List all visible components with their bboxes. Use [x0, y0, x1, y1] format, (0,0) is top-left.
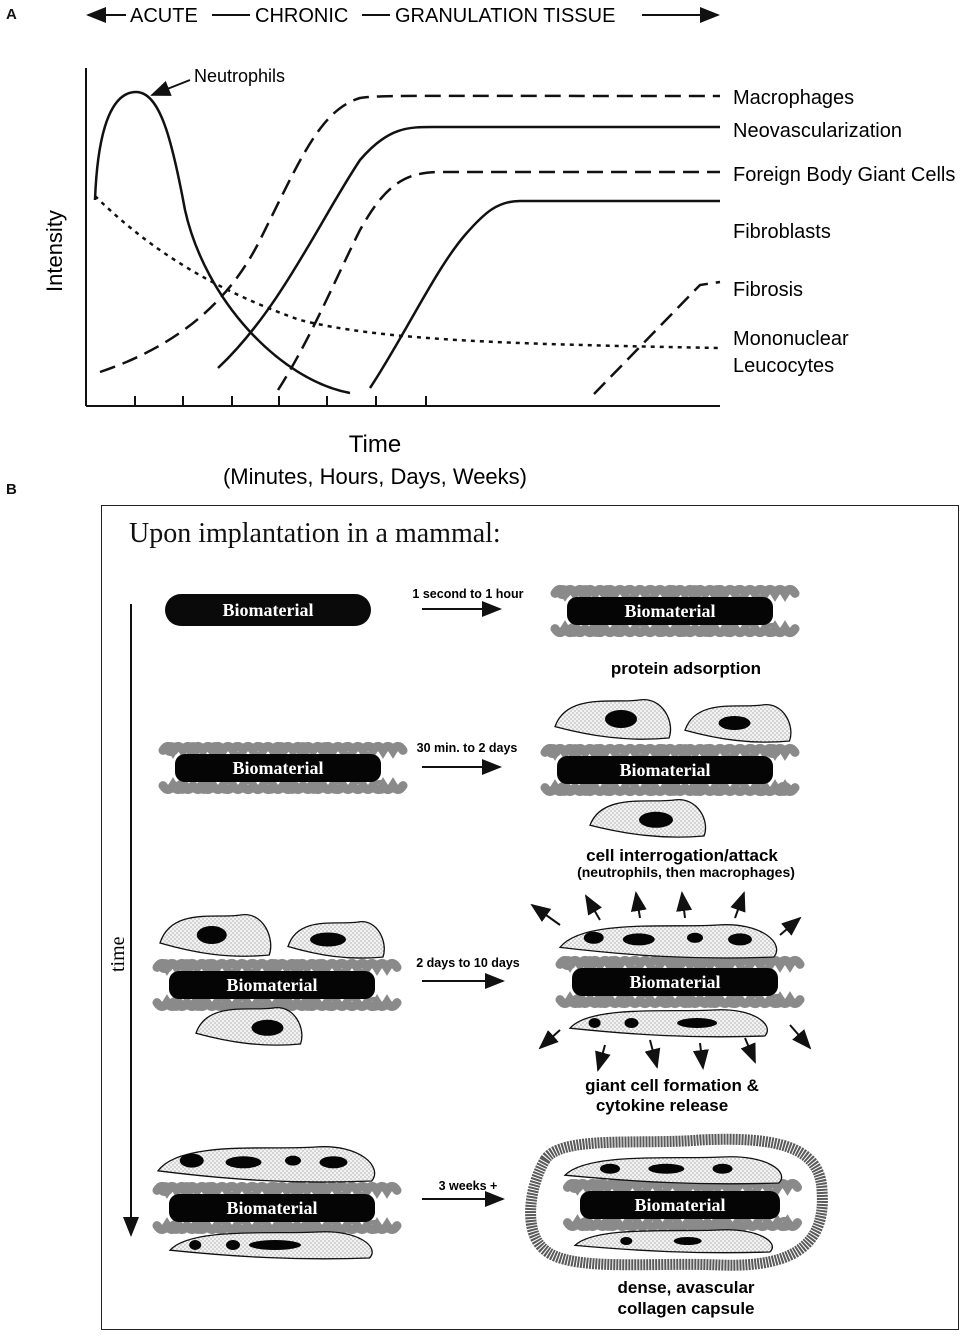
- biomaterial-label: Biomaterial: [625, 601, 716, 621]
- biomaterial-attack-2: Biomaterial: [152, 914, 402, 1046]
- curve-fibroblasts: [368, 199, 720, 389]
- cytokine-arrow: [538, 1029, 561, 1050]
- label-mononuclear: Mononuclear: [733, 328, 849, 350]
- curve-neovascularization: [217, 125, 720, 369]
- cytokine-arrow: [789, 1024, 812, 1050]
- phase-granulation: GRANULATION TISSUE: [395, 5, 615, 27]
- biomaterial-label: Biomaterial: [635, 1195, 726, 1215]
- label-neutrophils: Neutrophils: [194, 66, 285, 86]
- cell-top-left: [554, 699, 672, 740]
- collagen-capsule: Biomaterial: [525, 1133, 828, 1271]
- cell-top-left: [159, 914, 272, 957]
- biomaterial-giant-cells: Biomaterial: [530, 891, 812, 1072]
- cell-top-right: [684, 704, 792, 743]
- interval-3: 2 days to 10 days: [416, 956, 520, 970]
- biomaterial-label: Biomaterial: [233, 758, 324, 778]
- biomaterial-plain: Biomaterial: [165, 594, 371, 626]
- cytokine-arrow: [730, 891, 746, 919]
- panel-a-diagram: ACUTE CHRONIC GRANULATION TISSUE Intensi…: [42, 5, 955, 489]
- phase-acute: ACUTE: [130, 5, 198, 27]
- biomaterial-label: Biomaterial: [620, 760, 711, 780]
- panel-a-letter: A: [6, 6, 17, 23]
- caption-1: protein adsorption: [611, 659, 761, 678]
- cytokine-arrow: [630, 891, 647, 919]
- label-macrophages: Macrophages: [733, 87, 854, 109]
- giant-cell-top: [558, 924, 778, 959]
- giant-cell-top: [563, 1156, 783, 1185]
- label-leucocytes: Leucocytes: [733, 355, 834, 377]
- label-fbgc: Foreign Body Giant Cells: [733, 164, 955, 186]
- cell-bottom: [195, 1007, 303, 1046]
- cytokine-arrow: [530, 903, 561, 926]
- biomaterial-protein-1: Biomaterial: [550, 584, 800, 638]
- interval-2: 30 min. to 2 days: [417, 741, 518, 755]
- time-label: time: [107, 936, 129, 972]
- interval-1: 1 second to 1 hour: [412, 587, 523, 601]
- caption-4b: collagen capsule: [618, 1299, 755, 1318]
- giant-cell-bottom: [573, 1229, 773, 1254]
- x-axis-sublabel: (Minutes, Hours, Days, Weeks): [223, 464, 527, 489]
- caption-2a: cell interrogation/attack: [586, 846, 778, 865]
- curve-fibrosis: [593, 280, 721, 395]
- label-neovascularization: Neovascularization: [733, 120, 902, 142]
- cytokine-arrow: [595, 1044, 611, 1072]
- cytokine-arrow: [584, 894, 602, 921]
- caption-4a: dense, avascular: [617, 1278, 754, 1297]
- y-axis-label: Intensity: [42, 210, 67, 292]
- caption-2b: (neutrophils, then macrophages): [577, 864, 795, 880]
- caption-3b: cytokine release: [596, 1096, 728, 1115]
- panel-b-title: Upon implantation in a mammal:: [129, 518, 501, 549]
- biomaterial-protein-2: Biomaterial: [158, 741, 408, 795]
- x-axis-label: Time: [349, 431, 401, 458]
- cytokine-arrow: [644, 1039, 661, 1069]
- phase-chronic: CHRONIC: [255, 5, 348, 27]
- panel-b-letter: B: [6, 481, 17, 498]
- biomaterial-attack: Biomaterial: [540, 699, 800, 838]
- biomaterial-label: Biomaterial: [227, 1198, 318, 1218]
- biomaterial-giant-cells-2: Biomaterial: [152, 1146, 402, 1260]
- curve-macrophages: [99, 94, 721, 374]
- curve-neutrophils: [93, 90, 351, 395]
- panel-b-frame: [101, 505, 959, 1330]
- cell-top-right: [287, 921, 385, 959]
- phase-banner: ACUTE CHRONIC GRANULATION TISSUE: [86, 5, 720, 27]
- cytokine-arrow: [779, 916, 802, 936]
- curve-mononuclear: [94, 195, 721, 350]
- axes: [85, 68, 720, 407]
- cytokine-arrow: [692, 1042, 709, 1070]
- svg-text:Biomaterial: Biomaterial: [223, 600, 314, 620]
- interval-4: 3 weeks +: [439, 1179, 498, 1193]
- label-fibrosis: Fibrosis: [733, 279, 803, 301]
- cytokine-arrow: [740, 1037, 756, 1064]
- biomaterial-label: Biomaterial: [227, 975, 318, 995]
- label-fibroblasts: Fibroblasts: [733, 221, 831, 243]
- x-ticks: [134, 396, 427, 406]
- giant-cell-bottom: [568, 1009, 768, 1038]
- cell-bottom: [589, 799, 707, 838]
- cytokine-arrow: [676, 891, 693, 919]
- giant-cell-top: [156, 1146, 376, 1183]
- curve-fbgc: [276, 170, 720, 391]
- giant-cell-bottom: [168, 1231, 373, 1260]
- biomaterial-label: Biomaterial: [630, 972, 721, 992]
- caption-3a: giant cell formation &: [585, 1076, 759, 1095]
